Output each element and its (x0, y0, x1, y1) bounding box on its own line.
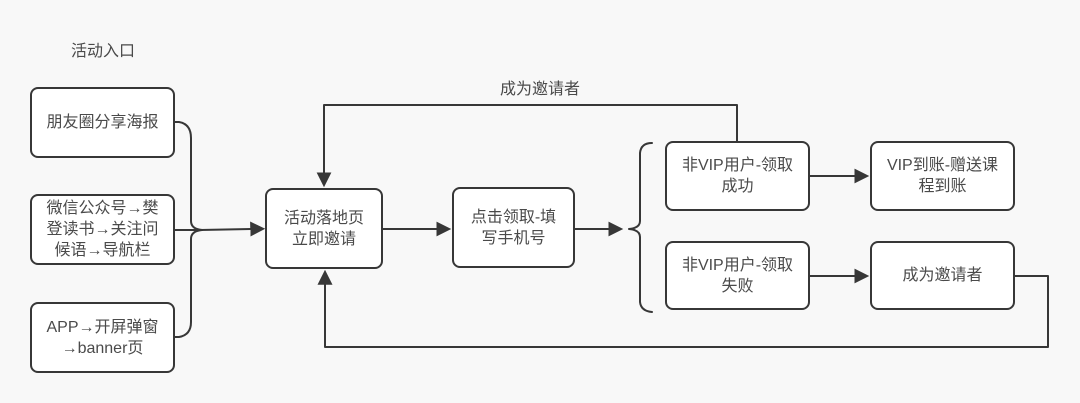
edge-poster-to-merge (174, 121, 203, 231)
node-app-splash-banner-path: APP→开屏弹窗 →banner页 (30, 302, 175, 373)
edge-label-become-inviter: 成为邀请者 (499, 81, 580, 98)
node-activity-landing-page: 活动落地页 立即邀请 (265, 188, 383, 269)
node-become-inviter: 成为邀请者 (870, 241, 1015, 310)
edge-app-to-merge (174, 229, 203, 338)
node-vip-course-arrival: VIP到账-赠送课 程到账 (870, 141, 1015, 211)
edge-success-loop-to-landing (316, 104, 738, 188)
node-wechat-official-account-path: 微信公众号→樊 登读书→关注问 候语→导航栏 (30, 194, 175, 265)
branch-brace (628, 142, 653, 313)
node-claim-fill-phone: 点击领取-填 写手机号 (452, 187, 575, 268)
edge-inviter-loop-to-landing (317, 269, 1049, 348)
edge-merge-to-landing (199, 221, 266, 237)
node-moments-share-poster: 朋友圈分享海报 (30, 87, 175, 158)
node-nonvip-claim-success: 非VIP用户-领取 成功 (665, 141, 810, 211)
node-nonvip-claim-fail: 非VIP用户-领取 失败 (665, 241, 810, 310)
section-label-entry: 活动入口 (70, 43, 135, 60)
